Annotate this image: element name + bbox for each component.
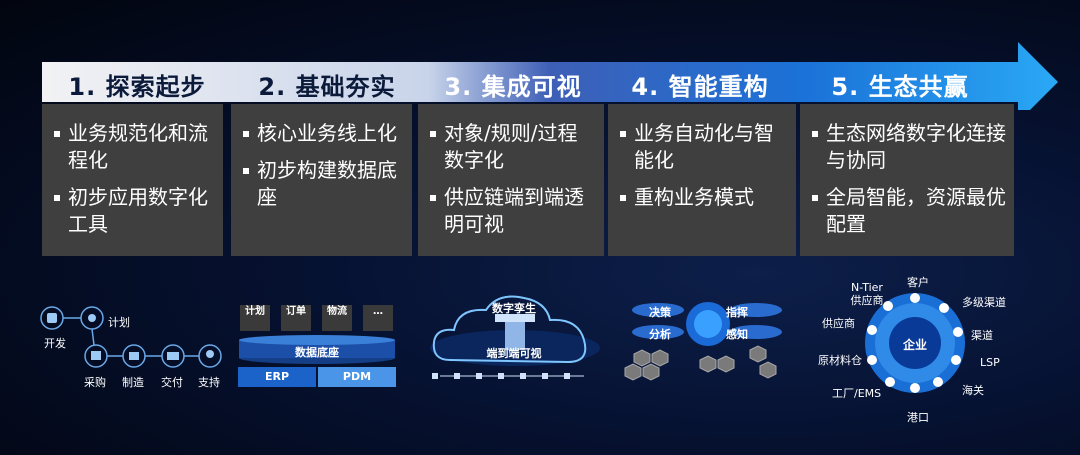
- label-analysis: 分析: [649, 328, 671, 341]
- list-item: 初步应用数字化工具: [54, 184, 215, 238]
- label-decision: 决策: [649, 306, 671, 319]
- list-item: 对象/规则/过程数字化: [430, 120, 596, 174]
- stage-4-title: 4. 智能重构: [631, 72, 769, 101]
- node-label: 计划: [108, 316, 130, 329]
- eco-label: 客户: [907, 276, 929, 289]
- eco-label: 工厂/EMS: [832, 387, 882, 400]
- label-perception: 感知: [726, 328, 748, 341]
- cloud-subtitle: 端到端可视: [486, 347, 542, 360]
- stage-4-box: 业务自动化与智能化 重构业务模式: [608, 104, 796, 256]
- list-item: 全局智能，资源最优配置: [812, 184, 1006, 238]
- process-flow-lines: [40, 306, 222, 368]
- stage-2-box: 核心业务线上化 初步构建数据底座: [231, 104, 412, 256]
- list-item: 生态网络数字化连接与协同: [812, 120, 1006, 174]
- eco-label: 多级渠道: [962, 296, 1006, 309]
- module-order: 订单: [281, 305, 311, 331]
- eco-label: 供应商: [822, 317, 855, 330]
- eco-label: N-Tier供应商: [850, 281, 884, 307]
- module-plan: 计划: [240, 305, 270, 331]
- node-label: 开发: [44, 337, 66, 350]
- progress-arrow: [42, 42, 1058, 110]
- list-item: 初步构建数据底座: [243, 157, 404, 211]
- pdm-block: PDM: [318, 367, 396, 387]
- cloud-icon: [430, 295, 600, 379]
- stage-3-box: 对象/规则/过程数字化 供应链端到端透明可视: [418, 104, 604, 256]
- data-foundation-disk: [239, 335, 395, 364]
- eco-label: 渠道: [971, 329, 993, 342]
- cloud-title: 数字孪生: [492, 302, 536, 315]
- ecosystem-ring-icon: [865, 293, 965, 393]
- stage-2-title: 2. 基础夯实: [258, 72, 396, 101]
- stage-5-title: 5. 生态共赢: [831, 72, 969, 101]
- module-logistics: 物流: [322, 305, 352, 331]
- list-item: 业务自动化与智能化: [620, 120, 788, 174]
- node-label: 交付: [161, 376, 183, 389]
- erp-block: ERP: [238, 367, 316, 387]
- center-enterprise: 企业: [902, 338, 927, 352]
- data-foundation-label: 数据底座: [295, 346, 339, 359]
- module-more: …: [363, 305, 393, 331]
- stage-1-box: 业务规范化和流程化 初步应用数字化工具: [42, 104, 223, 256]
- eco-label: 原材料仓: [818, 354, 862, 367]
- eco-label: 港口: [907, 411, 929, 424]
- list-item: 核心业务线上化: [243, 120, 404, 147]
- label-command: 指挥: [726, 306, 748, 319]
- list-item: 重构业务模式: [620, 184, 788, 211]
- eco-label: 海关: [962, 384, 984, 397]
- eco-label: LSP: [980, 356, 1000, 369]
- stage-1-title: 1. 探索起步: [68, 72, 206, 101]
- node-label: 制造: [122, 376, 144, 389]
- stage-5-box: 生态网络数字化连接与协同 全局智能，资源最优配置: [800, 104, 1014, 256]
- brain-hex-icon: [624, 302, 782, 381]
- list-item: 供应链端到端透明可视: [430, 184, 596, 238]
- node-label: 支持: [198, 376, 220, 389]
- node-label: 采购: [84, 376, 106, 389]
- list-item: 业务规范化和流程化: [54, 120, 215, 174]
- stage-3-title: 3. 集成可视: [444, 72, 582, 101]
